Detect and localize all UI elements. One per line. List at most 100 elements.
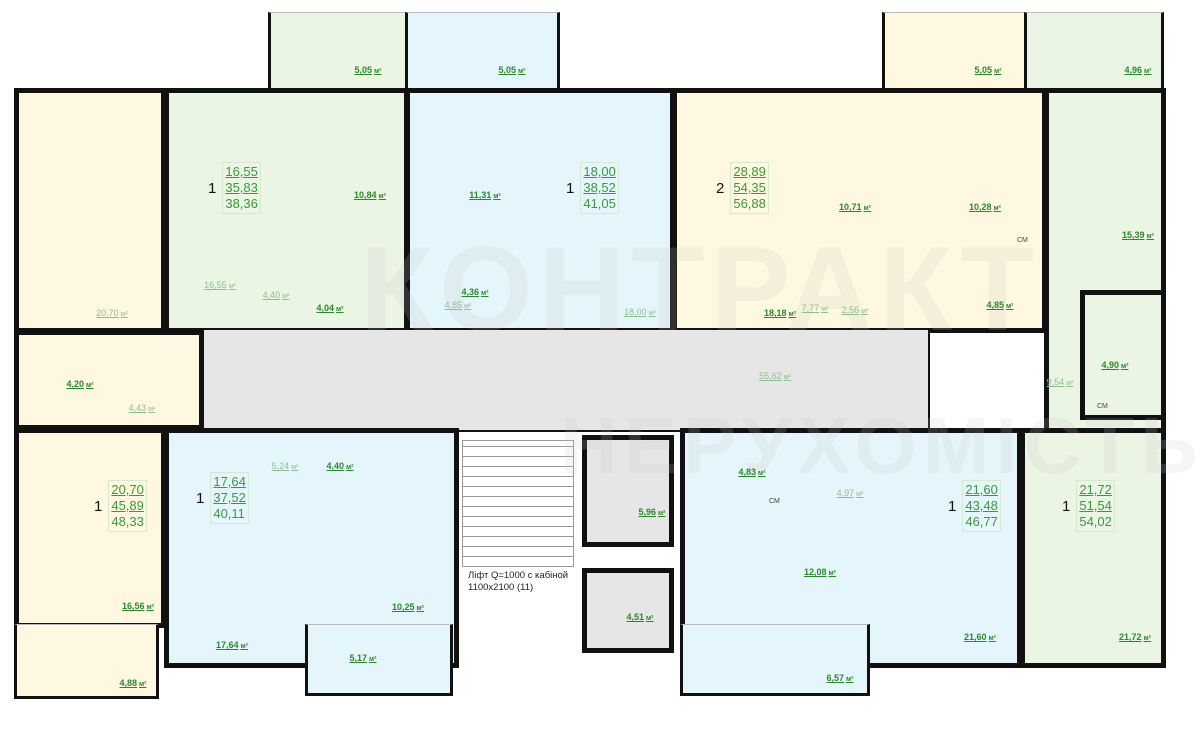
area-unit: м² (369, 656, 377, 663)
area-unit: м² (758, 470, 766, 477)
room-area-value: 18,18 (763, 308, 787, 318)
balcony (268, 12, 408, 92)
area-unit: м² (240, 643, 249, 650)
area-unit: м² (863, 205, 872, 212)
lift-note-line2: 1100x2100 (11) (468, 582, 534, 593)
total-area-with-balcony: 41,05 (583, 196, 616, 211)
area-unit: м² (139, 681, 147, 688)
total-area: 38,52 (583, 180, 616, 195)
area-unit: м² (828, 570, 837, 577)
area-unit: м² (146, 604, 155, 611)
room-count: 1 (94, 497, 103, 515)
total-area: 51,54 (1079, 498, 1112, 513)
room-area-value: 4,40 (326, 461, 345, 471)
room-area-value: 5,05 (974, 65, 993, 75)
room-area-value: 2,56 (841, 305, 860, 315)
room-area-value: 4,97 (836, 488, 855, 498)
apartment-7 (1020, 428, 1166, 668)
room-area-value: 55,62 (759, 371, 782, 381)
balcony (680, 624, 870, 696)
room (14, 330, 204, 430)
total-area-with-balcony: 54,02 (1079, 514, 1112, 529)
watermark: НЕРУХОМІСТЬ (560, 400, 1200, 492)
area-unit: м² (481, 290, 489, 297)
living-area: 18,00 (583, 164, 616, 179)
room-count: 1 (1062, 497, 1071, 515)
apartment-1 (164, 88, 409, 333)
balcony (1024, 12, 1164, 92)
area-unit: м² (148, 406, 156, 413)
room (582, 568, 674, 653)
room-area-value: 4,36 (461, 287, 480, 297)
area-unit: м² (228, 283, 236, 290)
area-unit: м² (464, 303, 472, 310)
area-unit: м² (291, 464, 299, 471)
room-area-value: 4,85 (986, 300, 1005, 310)
area-unit: м² (1066, 380, 1074, 387)
room-count: 1 (208, 179, 217, 197)
room-area-value: 4,20 (66, 379, 85, 389)
balcony (405, 12, 560, 92)
total-area: 35,83 (225, 180, 258, 195)
room-area-value: 4,96 (1124, 65, 1143, 75)
living-area: 20,70 (111, 482, 144, 497)
area-unit: м² (646, 615, 654, 622)
area-unit: м² (378, 193, 387, 200)
room-count: 1 (196, 489, 205, 507)
room-area-value: 5,24 (271, 461, 290, 471)
area-unit: м² (374, 68, 382, 75)
room-area-value: 6,57 (826, 673, 845, 683)
area-unit: м² (783, 374, 791, 381)
room-count: 1 (948, 497, 957, 515)
lift-note-line1: Ліфт Q=1000 с кабіной (468, 570, 569, 581)
room-area-value: 5,05 (354, 65, 373, 75)
area-unit: м² (856, 491, 864, 498)
area-unit: м² (1006, 303, 1014, 310)
room-area-value: 5,96 (638, 507, 657, 517)
area-unit: м² (416, 605, 425, 612)
area-unit: м² (788, 311, 797, 318)
room-area-value: 4,90 (1101, 360, 1120, 370)
room-area-value: 4,40 (262, 290, 281, 300)
room-area-value: 4,43 (128, 403, 147, 413)
room-area-value: 10,84 (353, 190, 377, 200)
area-unit: м² (993, 205, 1002, 212)
total-area: 45,89 (111, 498, 144, 513)
room-area-value: 4,04 (316, 303, 335, 313)
room-area-value: 7,77 (801, 303, 820, 313)
area-unit: м² (861, 308, 869, 315)
area-unit: м² (648, 310, 656, 317)
balcony (882, 12, 1027, 92)
room-area-value: 9,54 (1046, 377, 1065, 387)
room-area-value: 10,71 (838, 202, 862, 212)
living-area: 21,72 (1079, 482, 1112, 497)
